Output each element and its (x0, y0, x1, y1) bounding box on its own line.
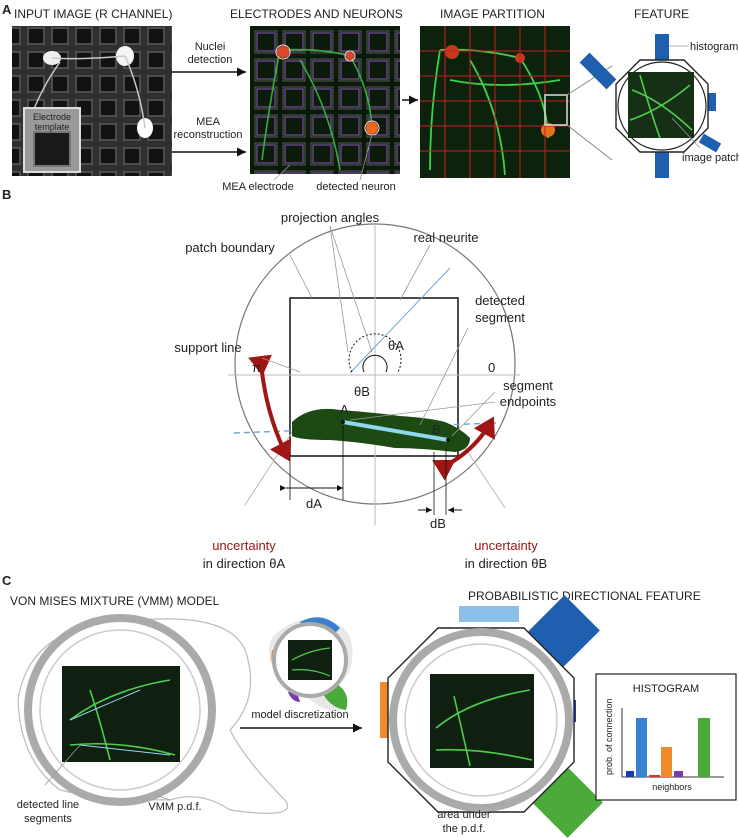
vmm-title: VON MISES MIXTURE (VMM) MODEL (10, 594, 220, 608)
leader-detected-neuron (359, 133, 373, 181)
feature-title: FEATURE (634, 7, 689, 21)
detected-lines-label-1: detected line (17, 799, 79, 811)
image-patch-label: image patch (682, 152, 739, 164)
feature-glyph (579, 34, 722, 178)
support-line-label: support line (174, 340, 241, 355)
vmm-small-glyph (269, 617, 353, 712)
image-partition-title: IMAGE PARTITION (440, 7, 545, 21)
in-direction-b-label: in direction θB (465, 556, 547, 571)
panel-a-label: A (2, 2, 12, 17)
histogram-x-axis: neighbors (652, 782, 692, 792)
leader-mea-electrode (273, 164, 291, 181)
theta-b-label: θB (354, 384, 370, 399)
mea-label-1: MEA (196, 116, 221, 128)
detected-segment-label-2: segment (475, 310, 525, 325)
input-image: Electrode template (12, 26, 172, 176)
electrodes-neurons-title: ELECTRODES AND NEURONS (230, 7, 403, 21)
area-under-label-1: area under (437, 809, 491, 821)
histogram-inset (595, 673, 737, 801)
endpoint-a (341, 420, 345, 424)
d-a-label: dA (306, 496, 322, 511)
panel-b-leaders (261, 225, 496, 437)
nuclei-label-1: Nuclei (195, 41, 226, 53)
real-neurite-label: real neurite (413, 230, 478, 245)
nuclei-label-2: detection (188, 54, 233, 66)
point-b-label: B (432, 422, 441, 437)
electrode-template-label-1: Electrode (33, 112, 71, 122)
detected-neuron-label: detected neuron (316, 181, 396, 193)
leader-area-under (489, 789, 531, 807)
detected-lines-label-2: segments (24, 813, 72, 825)
uncertainty-b-arc (432, 416, 495, 481)
area-under-label-2: the p.d.f. (443, 823, 486, 835)
theta-b-arc (362, 354, 388, 373)
theta-a-label: θA (388, 338, 404, 353)
segment-endpoints-label-1: segment (503, 378, 553, 393)
pdf-title: PROBABILISTIC DIRECTIONAL FEATURE (468, 589, 701, 603)
patch-geometry (228, 223, 520, 525)
panel-c-label: C (2, 573, 12, 588)
panel-b-label: B (2, 187, 11, 202)
detected-segment-label-1: detected (475, 293, 525, 308)
input-image-title: INPUT IMAGE (R CHANNEL) (14, 7, 172, 21)
patch-boundary-label: patch boundary (185, 240, 275, 255)
histogram-inset-title: HISTOGRAM (633, 683, 699, 695)
histogram-label: histogram (690, 41, 738, 53)
mea-electrode-label: MEA electrode (222, 181, 294, 193)
in-direction-a-label: in direction θA (203, 556, 286, 571)
electrode-template-label-2: template (35, 122, 70, 132)
mea-label-2: reconstruction (173, 129, 242, 141)
uncertainty-b-label: uncertainty (474, 538, 538, 553)
d-b-label: dB (430, 516, 446, 531)
detected-segment (342, 420, 449, 442)
endpoint-b (446, 438, 450, 442)
point-a-label: A (340, 402, 349, 417)
electrodes-neurons-image (250, 26, 400, 174)
vmm-pdf-label: VMM p.d.f. (148, 801, 201, 813)
uncertainty-a-label: uncertainty (212, 538, 276, 553)
leader-image-patch (671, 117, 701, 149)
uncertainty-a-arc (248, 354, 292, 462)
segment-endpoints-label-2: endpoints (500, 394, 557, 409)
projection-angles-label: projection angles (281, 210, 380, 225)
zoom-line-bottom (566, 124, 613, 161)
vmm-model (17, 614, 289, 814)
image-partition-image (420, 26, 570, 178)
zero-label: 0 (488, 360, 495, 375)
theta-a-arc (348, 333, 402, 373)
pi-label: π (252, 360, 261, 375)
pdf-feature (380, 595, 603, 838)
histogram-y-axis: prob. of connection (604, 698, 614, 775)
leader-vmm-pdf (154, 794, 171, 801)
model-discretization-label: model discretization (251, 709, 348, 721)
leader-detected-lines (44, 744, 81, 786)
